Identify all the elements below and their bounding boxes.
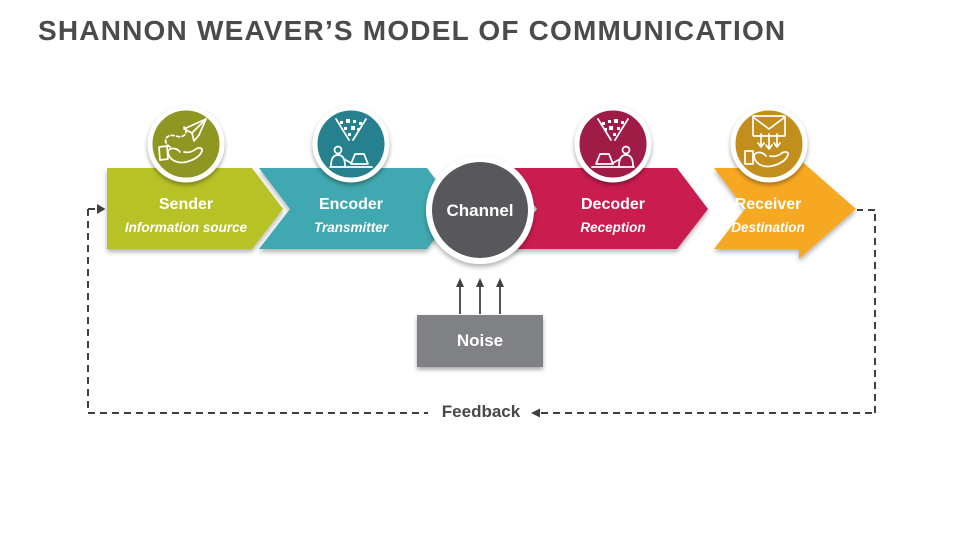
sender-icon-badge (147, 105, 225, 183)
person-encoding-data-icon (329, 118, 373, 168)
encoder-subtitle: Transmitter (313, 220, 389, 235)
decoder-chevron (506, 168, 708, 249)
feedback-dashed-loop (87, 208, 876, 414)
sender-name: Sender (158, 196, 214, 213)
stage-label-decoder: Decoder Reception (528, 195, 698, 237)
encoder-name: Encoder (318, 196, 383, 213)
feedback-arrowheads (97, 204, 540, 418)
noise-arrows (459, 285, 501, 314)
sender-chevron (107, 168, 283, 249)
binary-bits (340, 119, 362, 136)
binary-bits (602, 119, 624, 136)
decoder-icon-badge (574, 105, 652, 183)
noise-arrowheads (456, 278, 504, 287)
receiver-chevron (714, 159, 856, 259)
decoder-subtitle: Reception (580, 220, 646, 235)
hand-receiving-mail-icon (744, 115, 789, 168)
stage-label-sender: Sender Information source (101, 195, 271, 237)
person-decoding-data-icon (591, 118, 635, 168)
sender-subtitle: Information source (124, 220, 248, 235)
noise-label: Noise (456, 331, 504, 350)
slide-title: SHANNON WEAVER’S MODEL OF COMMUNICATION (38, 15, 787, 46)
stage-label-receiver: Receiver Destination (683, 195, 853, 237)
feedback-label: Feedback (441, 402, 521, 421)
feedback-arrowhead-left-icon (531, 408, 540, 418)
encoder-icon-badge (312, 105, 390, 183)
channel-label: Channel (446, 201, 514, 220)
encoder-icon-circle (312, 105, 390, 183)
hand-sending-paper-plane-icon (158, 118, 207, 164)
receiver-icon-badge (730, 105, 808, 183)
receiver-name: Receiver (734, 196, 802, 213)
sender-icon-circle (147, 105, 225, 183)
decoder-name: Decoder (580, 196, 646, 213)
decoder-icon-circle (574, 105, 652, 183)
channel-circle (426, 156, 534, 264)
stage-label-encoder: Encoder Transmitter (266, 195, 436, 237)
feedback-arrowhead-right-icon (97, 204, 106, 214)
receiver-subtitle: Destination (731, 220, 805, 235)
noise-box (417, 315, 543, 367)
encoder-chevron (259, 168, 458, 249)
